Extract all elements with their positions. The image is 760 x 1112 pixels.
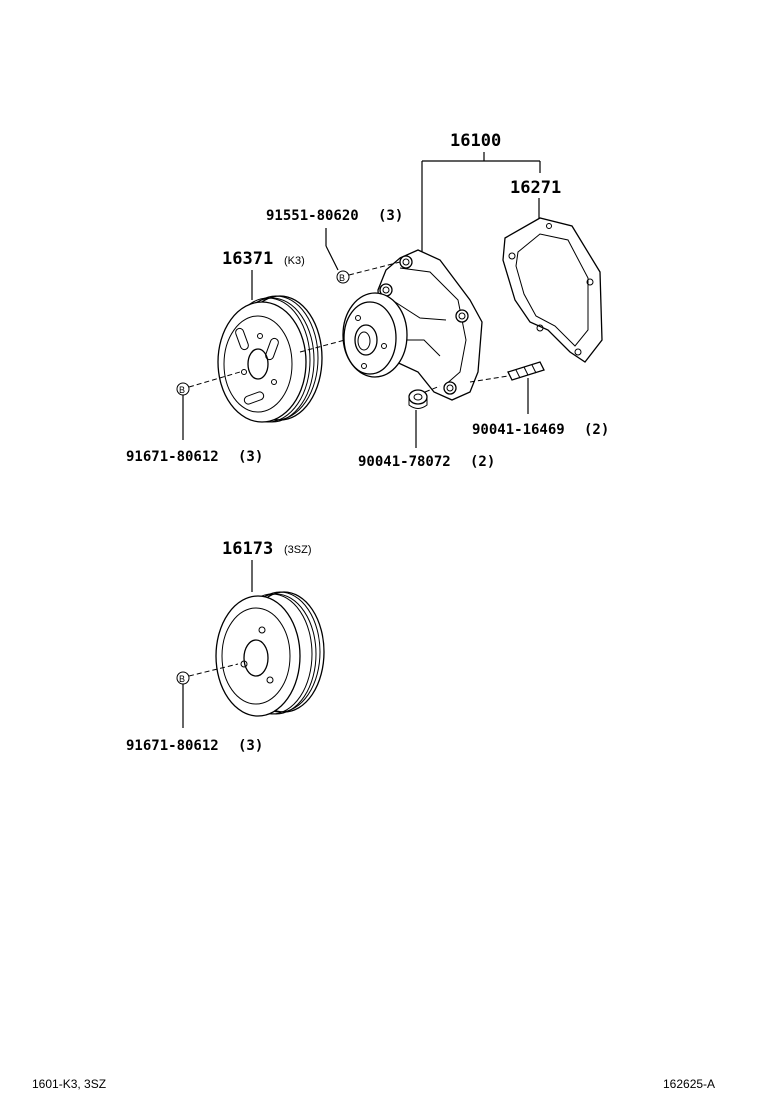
bolt-pump-number: 91551-80620 — [266, 208, 359, 224]
stud-dash — [469, 375, 509, 383]
bolt-pump-qty: (3) — [378, 208, 403, 224]
footer-model-code: 1601-K3, 3SZ — [32, 1077, 106, 1091]
bolt-pulley-1-qty: (3) — [238, 449, 263, 465]
pulley-3sz-number: 16173 — [222, 539, 273, 559]
stud-qty: (2) — [584, 422, 609, 438]
bolt-pulley-2-qty: (3) — [238, 738, 263, 754]
bolt-pulley-1-dash — [188, 371, 241, 388]
bolt-pulley-2-dash — [188, 663, 239, 677]
bolt-pump-dash — [348, 261, 401, 276]
assembly-bracket — [421, 152, 541, 255]
footer-diagram-id: 162625-A — [663, 1077, 715, 1091]
nut-qty: (2) — [470, 454, 495, 470]
pulley-k3-variant: (K3) — [284, 255, 305, 267]
stud-part — [507, 361, 545, 381]
assembly-number: 16100 — [450, 131, 501, 151]
bolt-pump-leader-2 — [325, 245, 339, 271]
pulley-3sz-part — [215, 591, 325, 717]
pulley-k3-number: 16371 — [222, 249, 273, 269]
nut-number: 90041-78072 — [358, 454, 451, 470]
stud-number: 90041-16469 — [472, 422, 565, 438]
bolt-pulley-1-number: 91671-80612 — [126, 449, 219, 465]
marker-b-pump — [336, 270, 350, 284]
bolt-pulley-2-number: 91671-80612 — [126, 738, 219, 754]
gasket-number: 16271 — [510, 178, 561, 198]
water-pump-part — [342, 249, 483, 401]
nut-dash — [424, 385, 441, 393]
nut-part — [408, 389, 428, 409]
gasket-part — [502, 217, 603, 363]
pulley-3sz-variant: (3SZ) — [284, 544, 312, 556]
pulley-k3-part — [217, 295, 323, 423]
marker-b-pump-letter: B — [339, 273, 345, 283]
marker-b-pulley-1-letter: B — [179, 385, 185, 395]
marker-b-pulley-2-letter: B — [179, 674, 185, 684]
